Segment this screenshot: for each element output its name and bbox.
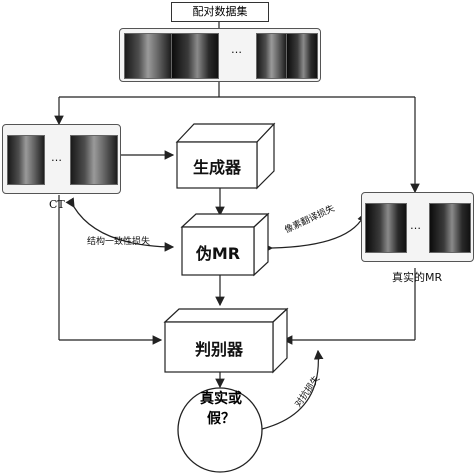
mr-image-thumbnail <box>429 203 471 253</box>
ct-label: CT <box>49 198 65 211</box>
ct-ellipsis: … <box>51 151 62 164</box>
ct-image-strip: … <box>2 124 121 194</box>
generator-label: 生成器 <box>192 158 241 177</box>
mr-image-thumbnail <box>286 33 318 79</box>
real-mr-label: 真实的MR <box>392 271 443 284</box>
decision-circle <box>177 387 263 473</box>
decision-label-line1: 真实或 <box>200 391 242 407</box>
ct-image-thumbnail <box>124 33 172 79</box>
mr-image-thumbnail <box>171 33 219 79</box>
fake-mr-box <box>180 212 270 277</box>
paired-dataset-strip: … <box>119 28 321 82</box>
real-mr-image-strip: … <box>361 192 474 262</box>
structure-loss-label: 结构一致性损失 <box>87 237 151 247</box>
decision-label: 真实或 假？ <box>178 389 264 469</box>
ct-image-thumbnail <box>7 135 45 185</box>
decision-label-line2: 假？ <box>207 411 235 427</box>
ct-image-thumbnail <box>256 33 287 79</box>
paired-dataset-title: 配对数据集 <box>171 2 269 22</box>
discriminator-box <box>163 307 289 374</box>
fake-mr-label: 伪MR <box>195 244 241 263</box>
ct-image-thumbnail <box>70 135 118 185</box>
adversarial-loss-arrow <box>252 349 324 436</box>
mr-image-thumbnail <box>365 203 407 253</box>
discriminator-label: 判别器 <box>194 340 243 359</box>
mr-ellipsis: … <box>410 219 421 232</box>
structure-loss-arrow <box>65 197 175 252</box>
dataset-ellipsis: … <box>231 43 242 56</box>
generator-box <box>175 122 276 190</box>
